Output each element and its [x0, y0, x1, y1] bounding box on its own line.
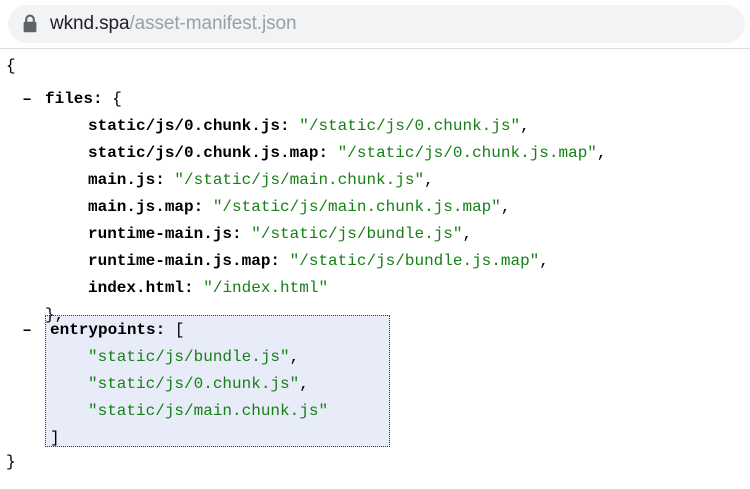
- json-key[interactable]: static/js/0.chunk.js:: [88, 117, 290, 135]
- json-entrypoints-open-bracket: [: [174, 321, 185, 339]
- json-comma: ,: [520, 117, 530, 135]
- url-text[interactable]: wknd.spa/asset-manifest.json: [50, 11, 297, 37]
- json-root-close-brace: }: [6, 453, 16, 471]
- json-key-files[interactable]: files:: [45, 90, 103, 108]
- json-row-entrypoint-item: "static/js/0.chunk.js",: [88, 371, 309, 398]
- json-string-value: "static/js/0.chunk.js": [88, 375, 300, 393]
- json-key[interactable]: main.js:: [88, 171, 165, 189]
- json-row-file-entry: static/js/0.chunk.js.map: "/static/js/0.…: [88, 140, 607, 167]
- json-comma: ,: [596, 144, 607, 162]
- json-row-file-entry: runtime-main.js: "/static/js/bundle.js",: [88, 221, 472, 248]
- json-key[interactable]: main.js.map:: [88, 198, 204, 216]
- url-domain: wknd.spa: [50, 13, 130, 34]
- json-row-file-entry: main.js: "/static/js/main.chunk.js",: [88, 167, 434, 194]
- json-string-value: "/index.html": [203, 279, 329, 297]
- json-files-open-brace: {: [112, 90, 122, 108]
- json-row-entrypoint-item: "static/js/main.chunk.js": [88, 398, 328, 425]
- json-row-file-entry: index.html: "/index.html": [88, 275, 328, 302]
- json-row-file-entry: runtime-main.js.map: "/static/js/bundle.…: [88, 248, 549, 275]
- json-viewer-body: { – files: { static/js/0.chunk.js: "/sta…: [0, 49, 750, 489]
- json-string-value: "static/js/main.chunk.js": [88, 402, 329, 420]
- json-string-value: "/static/js/bundle.js": [251, 225, 463, 243]
- json-key-entrypoints[interactable]: entrypoints:: [50, 321, 166, 339]
- json-entrypoints-close-bracket: ]: [50, 429, 60, 447]
- json-comma: ,: [289, 348, 300, 366]
- json-string-value: "/static/js/main.chunk.js.map": [212, 198, 501, 216]
- json-row-file-entry: main.js.map: "/static/js/main.chunk.js.m…: [88, 194, 510, 221]
- collapse-toggle-files[interactable]: –: [22, 90, 32, 108]
- json-comma: ,: [462, 225, 473, 243]
- entrypoints-selection-highlight[interactable]: [45, 315, 390, 447]
- json-string-value: "/static/js/0.chunk.js": [299, 117, 521, 135]
- json-string-value: "/static/js/main.chunk.js": [174, 171, 425, 189]
- json-row-file-entry: static/js/0.chunk.js: "/static/js/0.chun…: [88, 113, 530, 140]
- collapse-toggle-entrypoints[interactable]: –: [22, 321, 32, 339]
- json-string-value: "static/js/bundle.js": [88, 348, 290, 366]
- json-key[interactable]: runtime-main.js.map:: [88, 252, 281, 270]
- browser-url-bar: wknd.spa/asset-manifest.json: [0, 0, 750, 49]
- url-path: /asset-manifest.json: [129, 13, 297, 34]
- json-comma: ,: [299, 375, 309, 393]
- json-comma: ,: [424, 171, 434, 189]
- json-comma: ,: [539, 252, 549, 270]
- json-comma: ,: [500, 198, 511, 216]
- json-key[interactable]: index.html:: [88, 279, 194, 297]
- json-key[interactable]: runtime-main.js:: [88, 225, 242, 243]
- json-root-open-brace: {: [6, 57, 16, 75]
- json-string-value: "/static/js/bundle.js.map": [289, 252, 540, 270]
- json-key[interactable]: static/js/0.chunk.js.map:: [88, 144, 329, 162]
- json-string-value: "/static/js/0.chunk.js.map": [337, 144, 597, 162]
- lock-icon[interactable]: [22, 14, 38, 33]
- url-input-pill[interactable]: [8, 5, 745, 43]
- json-files-close-brace: },: [45, 306, 65, 324]
- json-row-entrypoint-item: "static/js/bundle.js",: [88, 344, 299, 371]
